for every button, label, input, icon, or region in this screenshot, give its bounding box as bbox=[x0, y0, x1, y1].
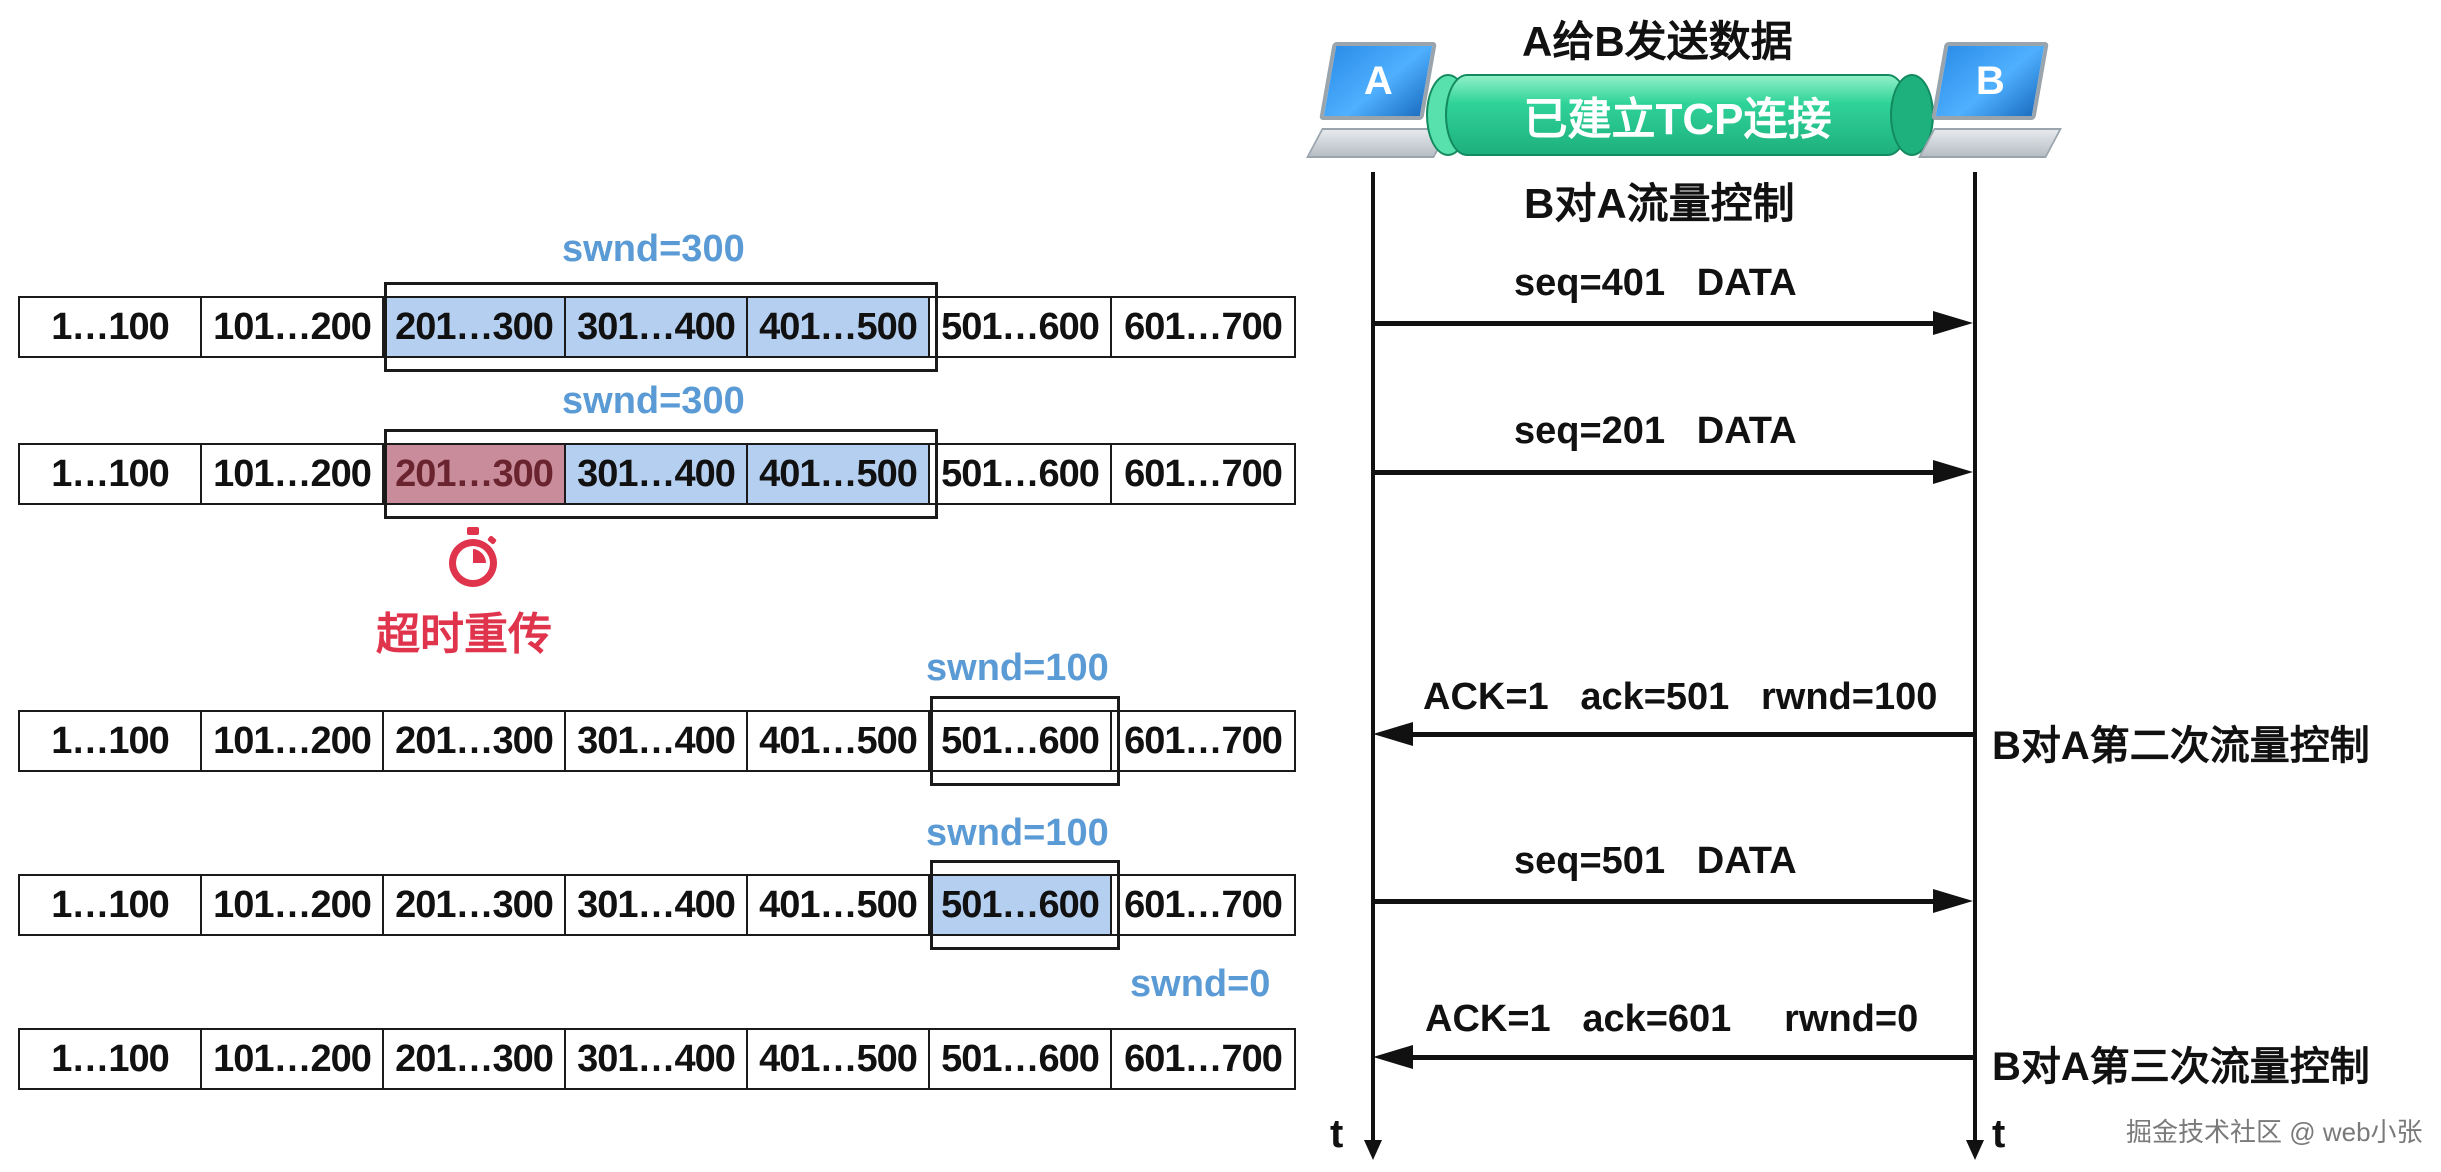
segment-cell: 401…500 bbox=[748, 1030, 930, 1088]
segment-cell-in-window: 301…400 bbox=[566, 298, 748, 356]
lifeline-a bbox=[1371, 172, 1375, 1142]
tcp-connection-tube: 已建立TCP连接 bbox=[1445, 74, 1910, 156]
host-a-label: A bbox=[1363, 58, 1393, 103]
message-label: ACK=1 ack=601 rwnd=0 bbox=[1425, 998, 1919, 1040]
message-label: ACK=1 ack=501 rwnd=100 bbox=[1423, 676, 1938, 718]
segment-cell: 601…700 bbox=[1124, 883, 1283, 926]
segment-cell: 301…400 bbox=[566, 1030, 748, 1088]
lifeline-b-arrow bbox=[1966, 1140, 1984, 1160]
sequence-row: 1…100 101…200 201…300 301…400 401…500 50… bbox=[18, 710, 1296, 772]
segment-cell: 1…100 bbox=[20, 876, 202, 934]
message-label: seq=501 DATA bbox=[1514, 840, 1797, 882]
laptop-icon: B bbox=[1912, 42, 2062, 172]
segment-cell: 201…300 bbox=[384, 876, 566, 934]
segment-cell: 1…100 bbox=[20, 1030, 202, 1088]
segment-cell: 501…600 bbox=[930, 1030, 1112, 1088]
segment-cell: 101…200 bbox=[202, 298, 384, 356]
lifeline-a-arrow bbox=[1364, 1140, 1382, 1160]
segment-cell-in-window: 501…600 bbox=[930, 712, 1112, 770]
segment-cell: 601…700 bbox=[1124, 305, 1283, 348]
segment-cell: 601…700 bbox=[1124, 452, 1283, 495]
second-flow-control-label: B对A第二次流量控制 bbox=[1992, 724, 2370, 768]
segment-cell: 1…100 bbox=[20, 298, 202, 356]
stopwatch-icon bbox=[449, 527, 497, 587]
swnd-label: swnd=100 bbox=[926, 647, 1109, 689]
tube-right-cap bbox=[1890, 74, 1934, 156]
arrowhead-right bbox=[1933, 311, 1973, 335]
tcp-connection-label: 已建立TCP连接 bbox=[1523, 95, 1832, 144]
sequence-row: 1…100 101…200 201…300 301…400 401…500 50… bbox=[18, 443, 1296, 505]
segment-cell-in-window: 301…400 bbox=[566, 445, 748, 503]
segment-cell: 601…700 bbox=[1124, 719, 1283, 762]
arrowhead-right bbox=[1933, 460, 1973, 484]
segment-cell: 101…200 bbox=[202, 1030, 384, 1088]
segment-cell: 201…300 bbox=[384, 712, 566, 770]
host-b-label: B bbox=[1975, 58, 2005, 103]
segment-cell: 101…200 bbox=[202, 876, 384, 934]
flow-control-label: B对A流量控制 bbox=[1524, 180, 1795, 227]
lifeline-b bbox=[1973, 172, 1977, 1142]
message-label: seq=401 DATA bbox=[1514, 262, 1797, 304]
segment-cell: 501…600 bbox=[930, 298, 1112, 356]
segment-cell: 601…700 bbox=[1124, 1037, 1283, 1080]
message-arrow-b-to-a bbox=[1413, 1055, 1973, 1060]
segment-cell: 1…100 bbox=[20, 445, 202, 503]
timeout-retransmission-label: 超时重传 bbox=[376, 610, 552, 659]
segment-cell-in-window: 501…600 bbox=[930, 876, 1112, 934]
sequence-row: 1…100 101…200 201…300 301…400 401…500 50… bbox=[18, 296, 1296, 358]
swnd-label: swnd=100 bbox=[926, 812, 1109, 854]
watermark: 掘金技术社区 @ web小张 bbox=[2126, 1117, 2423, 1147]
segment-cell: 301…400 bbox=[566, 876, 748, 934]
message-arrow-a-to-b bbox=[1373, 321, 1933, 326]
third-flow-control-label: B对A第三次流量控制 bbox=[1992, 1045, 2370, 1089]
time-axis-label-a: t bbox=[1330, 1112, 1344, 1156]
arrowhead-right bbox=[1933, 889, 1973, 913]
segment-cell-in-window: 401…500 bbox=[748, 298, 930, 356]
message-label: seq=201 DATA bbox=[1514, 410, 1797, 452]
arrowhead-left bbox=[1373, 1045, 1413, 1069]
time-axis-label-b: t bbox=[1992, 1112, 2006, 1156]
message-arrow-a-to-b bbox=[1373, 899, 1933, 904]
swnd-label: swnd=0 bbox=[1130, 963, 1271, 1005]
swnd-label: swnd=300 bbox=[562, 380, 745, 422]
arrowhead-left bbox=[1373, 722, 1413, 746]
segment-cell-in-window: 401…500 bbox=[748, 445, 930, 503]
segment-cell-timeout: 201…300 bbox=[384, 445, 566, 503]
sequence-row: 1…100 101…200 201…300 301…400 401…500 50… bbox=[18, 1028, 1296, 1090]
message-arrow-a-to-b bbox=[1373, 470, 1933, 475]
segment-cell: 1…100 bbox=[20, 712, 202, 770]
segment-cell-in-window: 201…300 bbox=[384, 298, 566, 356]
segment-cell: 401…500 bbox=[748, 712, 930, 770]
segment-cell: 201…300 bbox=[384, 1030, 566, 1088]
title-a-sends-to-b: A给B发送数据 bbox=[1522, 18, 1793, 65]
message-arrow-b-to-a bbox=[1413, 732, 1973, 737]
swnd-label: swnd=300 bbox=[562, 228, 745, 270]
segment-cell: 101…200 bbox=[202, 445, 384, 503]
segment-cell: 501…600 bbox=[930, 445, 1112, 503]
segment-cell: 301…400 bbox=[566, 712, 748, 770]
segment-cell: 101…200 bbox=[202, 712, 384, 770]
segment-cell: 401…500 bbox=[748, 876, 930, 934]
sequence-row: 1…100 101…200 201…300 301…400 401…500 50… bbox=[18, 874, 1296, 936]
